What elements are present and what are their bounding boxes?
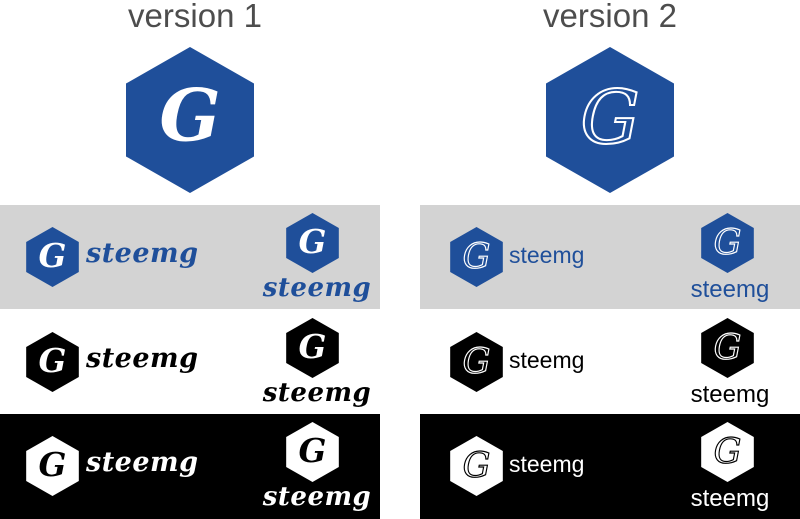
hexagon-g-logo-icon: G bbox=[450, 436, 503, 496]
hexagon-g-logo-icon: G bbox=[701, 213, 754, 273]
logo-letter: G bbox=[299, 431, 327, 470]
hexagon-g-logo-icon: G bbox=[701, 318, 754, 378]
wordmark: steemg bbox=[262, 378, 372, 408]
logo-letter: G bbox=[39, 341, 67, 380]
wordmark: steemg bbox=[262, 273, 372, 303]
logo-letter: G bbox=[463, 446, 491, 486]
hexagon-g-logo-icon: G bbox=[26, 227, 79, 287]
version-1-white-band: G steemg G steemg bbox=[0, 310, 380, 414]
logo-letter: G bbox=[299, 327, 327, 366]
logo-letter: G bbox=[463, 342, 491, 382]
wordmark: steemg bbox=[86, 447, 199, 478]
wordmark: steemg bbox=[690, 485, 770, 512]
wordmark: steemg bbox=[690, 381, 770, 408]
logo-letter: G bbox=[39, 236, 67, 275]
hexagon-g-logo-icon: G bbox=[450, 332, 503, 392]
wordmark: steemg bbox=[509, 451, 585, 477]
hexagon-g-logo-icon: G bbox=[126, 47, 254, 193]
logo-letter: G bbox=[714, 223, 742, 263]
hexagon-g-logo-icon: G bbox=[701, 422, 754, 482]
wordmark: steemg bbox=[86, 238, 199, 269]
logo-letter: G bbox=[159, 73, 220, 157]
version-1-black-band: G steemg G steemg bbox=[0, 414, 380, 519]
logo-letter: G bbox=[714, 328, 742, 368]
wordmark: steemg bbox=[262, 482, 372, 512]
logo-letter: G bbox=[39, 445, 67, 484]
wordmark: steemg bbox=[690, 276, 770, 303]
hexagon-g-logo-icon: G bbox=[286, 422, 339, 482]
hexagon-g-logo-icon: G bbox=[450, 227, 503, 287]
hexagon-g-logo-icon: G bbox=[546, 47, 674, 193]
version-2-gray-band: G steemg G steemg bbox=[420, 205, 800, 309]
wordmark: steemg bbox=[86, 343, 199, 374]
version-2-white-band: G steemg G steemg bbox=[420, 310, 800, 414]
hexagon-g-logo-icon: G bbox=[26, 332, 79, 392]
version-1-gray-band: G steemg G steemg bbox=[0, 205, 380, 309]
version-2-heading: version 2 bbox=[543, 0, 677, 34]
version-2-black-band: G steemg G steemg bbox=[420, 414, 800, 519]
wordmark: steemg bbox=[509, 242, 585, 268]
hexagon-g-logo-icon: G bbox=[286, 213, 339, 273]
hexagon-g-logo-icon: G bbox=[26, 436, 79, 496]
hexagon-g-logo-icon: G bbox=[286, 318, 339, 378]
logo-letter: G bbox=[299, 222, 327, 261]
version-1-heading: version 1 bbox=[128, 0, 262, 34]
logo-letter: G bbox=[463, 237, 491, 277]
logo-letter: G bbox=[580, 74, 639, 161]
logo-letter: G bbox=[714, 432, 742, 472]
wordmark: steemg bbox=[509, 347, 585, 373]
